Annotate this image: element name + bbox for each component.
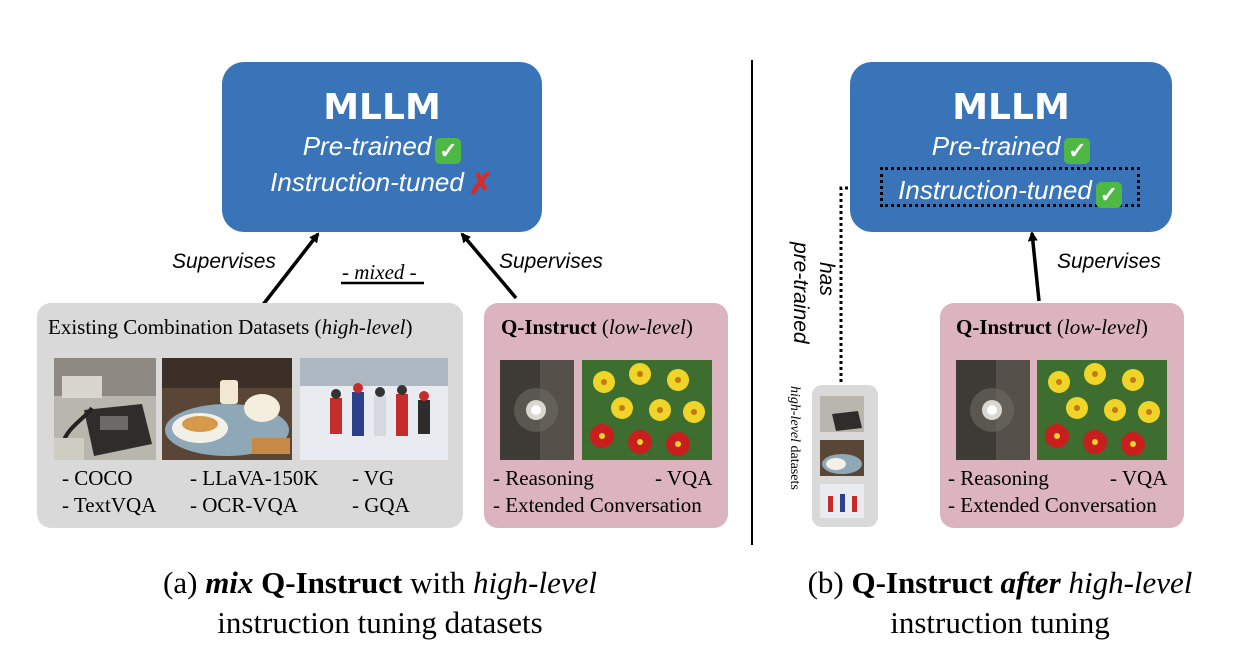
existing-title-suffix: ) <box>405 315 413 339</box>
qinstruct-right-conversation: - Extended Conversation <box>948 493 1157 517</box>
left-caption-p1: (a) <box>163 565 206 600</box>
left-caption-line2: instruction tuning datasets <box>217 605 543 640</box>
dataset-ocrvqa: - OCR-VQA <box>190 493 298 517</box>
right-mllm-title: MLLM <box>952 87 1070 128</box>
qinstruct-left-conversation: - Extended Conversation <box>493 493 702 517</box>
dataset-llava: - LLaVA-150K <box>190 466 319 490</box>
existing-title-prefix: Existing Combination Datasets ( <box>48 315 322 339</box>
existing-title-italic: high-level <box>321 315 406 339</box>
left-caption-with: with <box>402 565 474 600</box>
dataset-vg: - VG <box>352 466 395 490</box>
coco-phone-image <box>54 358 156 460</box>
right-caption-highlevel: high-level <box>1060 565 1193 600</box>
right-caption: (b) Q-Instruct after high-level instruct… <box>760 563 1240 643</box>
has-label: has <box>815 262 838 296</box>
supervises-left-label: Supervises <box>172 250 276 273</box>
left-pretrained-label: Pre-trained <box>302 131 432 161</box>
dataset-gqa: - GQA <box>352 493 410 517</box>
arrow-existing-to-mllm <box>260 232 320 308</box>
supervises-right-label: Supervises <box>499 250 603 273</box>
right-caption-line2: instruction tuning <box>890 605 1110 640</box>
qinstruct-right-vqa: - VQA <box>1110 466 1168 490</box>
existing-datasets-title: Existing Combination Datasets (high-leve… <box>48 315 413 340</box>
right-caption-after: after <box>992 565 1061 600</box>
qinstruct-left-dark-image <box>500 360 574 460</box>
dataset-coco: - COCO <box>62 466 133 490</box>
right-caption-qinstruct: Q-Instruct <box>851 565 993 600</box>
mixed-label: - mixed - <box>342 260 417 284</box>
left-mllm-box: MLLM Pre-trained✓ Instruction-tuned✗ <box>222 62 542 232</box>
qinstruct-right-title-italic: low-level <box>1063 315 1141 339</box>
left-caption: (a) mix Q-Instruct with high-level instr… <box>40 563 720 643</box>
qinstruct-left-open: ( <box>596 315 609 339</box>
qinstruct-right-title-bold: Q-Instruct <box>956 315 1052 339</box>
arrow-qinstruct-right-to-mllm <box>1027 231 1041 302</box>
cross-mark-icon: ✗ <box>468 168 494 201</box>
qinstruct-right-close: ) <box>1140 315 1148 339</box>
qinstruct-left-title-italic: low-level <box>608 315 686 339</box>
qinstruct-right-dark-image <box>956 360 1030 460</box>
check-mark-icon: ✓ <box>1064 138 1091 164</box>
dataset-textvqa: - TextVQA <box>62 493 157 517</box>
qinstruct-right-title: Q-Instruct (low-level) <box>956 315 1148 340</box>
left-mllm-title: MLLM <box>323 87 441 128</box>
right-instruction-label: Instruction-tuned <box>898 175 1092 205</box>
left-pretrained-line: Pre-trained✓ <box>222 128 542 164</box>
right-mllm-box: MLLM Pre-trained✓ <box>850 62 1172 232</box>
qinstruct-left-reasoning: - Reasoning <box>493 466 594 490</box>
qinstruct-left-flowers-image <box>582 360 712 460</box>
right-pretrained-line: Pre-trained✓ <box>850 128 1172 164</box>
left-caption-line1: (a) mix Q-Instruct with high-level <box>40 563 720 603</box>
qinstruct-left-close: ) <box>685 315 693 339</box>
check-mark-icon: ✓ <box>1095 182 1122 208</box>
mini-label-rest: datasets <box>787 441 802 490</box>
qinstruct-left-title-bold: Q-Instruct <box>501 315 597 339</box>
qinstruct-left-vqa: - VQA <box>655 466 713 490</box>
left-instruction-label: Instruction-tuned <box>270 167 464 197</box>
mini-phone-image <box>820 396 864 432</box>
llava-pancake-image <box>162 358 292 460</box>
mini-skiing-image <box>820 484 864 518</box>
check-mark-icon: ✓ <box>435 138 462 164</box>
mini-pancake-image <box>820 440 864 476</box>
right-pretrained-label: Pre-trained <box>931 131 1061 161</box>
qinstruct-left-title: Q-Instruct (low-level) <box>501 315 693 340</box>
qinstruct-right-open: ( <box>1051 315 1064 339</box>
left-instruction-line: Instruction-tuned✗ <box>222 164 542 200</box>
left-caption-mix: mix <box>205 565 254 600</box>
qinstruct-right-reasoning: - Reasoning <box>948 466 1049 490</box>
highlevel-datasets-mini-label: high-level datasets <box>786 386 802 490</box>
qinstruct-right-flowers-image <box>1037 360 1167 460</box>
vg-skiing-image <box>300 358 448 460</box>
supervises-right-panel-label: Supervises <box>1057 250 1161 273</box>
right-caption-p1: (b) <box>807 565 852 600</box>
mini-label-italic: high-level <box>787 386 802 442</box>
right-instruction-highlight: Instruction-tuned✓ <box>880 167 1140 208</box>
right-caption-line1: (b) Q-Instruct after high-level <box>760 563 1240 603</box>
left-caption-qinstruct: Q-Instruct <box>253 565 403 600</box>
left-caption-highlevel: high-level <box>473 565 597 600</box>
arrow-qinstruct-to-mllm <box>460 232 518 300</box>
pretrained-label: pre-trained <box>789 242 812 344</box>
